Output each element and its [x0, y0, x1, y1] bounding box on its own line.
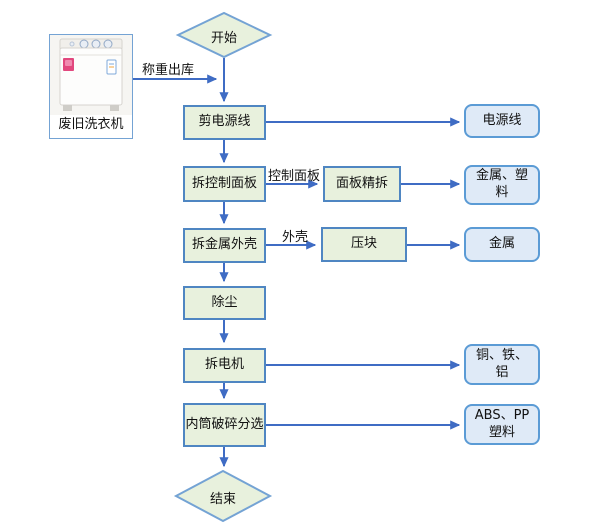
start-terminal-label: 开始 [210, 31, 237, 46]
step-press-block: 压块 [321, 227, 407, 262]
washing-machine-image [50, 35, 132, 115]
step-cut-power-cord: 剪电源线 [183, 105, 266, 140]
edge-label-control-panel: 控制面板 [267, 169, 320, 184]
edge-label-weigh-out: 称重出库 [141, 63, 194, 78]
arrows [133, 58, 461, 468]
end-terminal-shape [173, 469, 273, 523]
step-remove-control-panel: 拆控制面板 [183, 166, 266, 202]
output-metal: 金属 [464, 227, 540, 262]
waste-washing-machine-label: 废旧洗衣机 [58, 117, 124, 132]
step-dust-removal: 除尘 [183, 286, 266, 320]
step-remove-motor: 拆电机 [183, 348, 266, 383]
end-terminal-label: 结束 [209, 492, 236, 507]
step-drum-crush-sort: 内筒破碎分选 [183, 403, 266, 447]
edge-label-shell: 外壳 [281, 230, 308, 245]
output-metal-plastic: 金属、塑料 [464, 165, 540, 205]
start-terminal-shape [175, 11, 273, 59]
output-abs-pp-plastic: ABS、PP 塑料 [464, 404, 540, 445]
output-copper-iron-aluminum: 铜、铁、铝 [464, 344, 540, 385]
step-panel-fine-disassembly: 面板精拆 [323, 166, 401, 202]
output-power-cord: 电源线 [464, 104, 540, 138]
waste-washing-machine-figure: 废旧洗衣机 [49, 34, 133, 139]
step-remove-metal-shell: 拆金属外壳 [183, 228, 266, 263]
